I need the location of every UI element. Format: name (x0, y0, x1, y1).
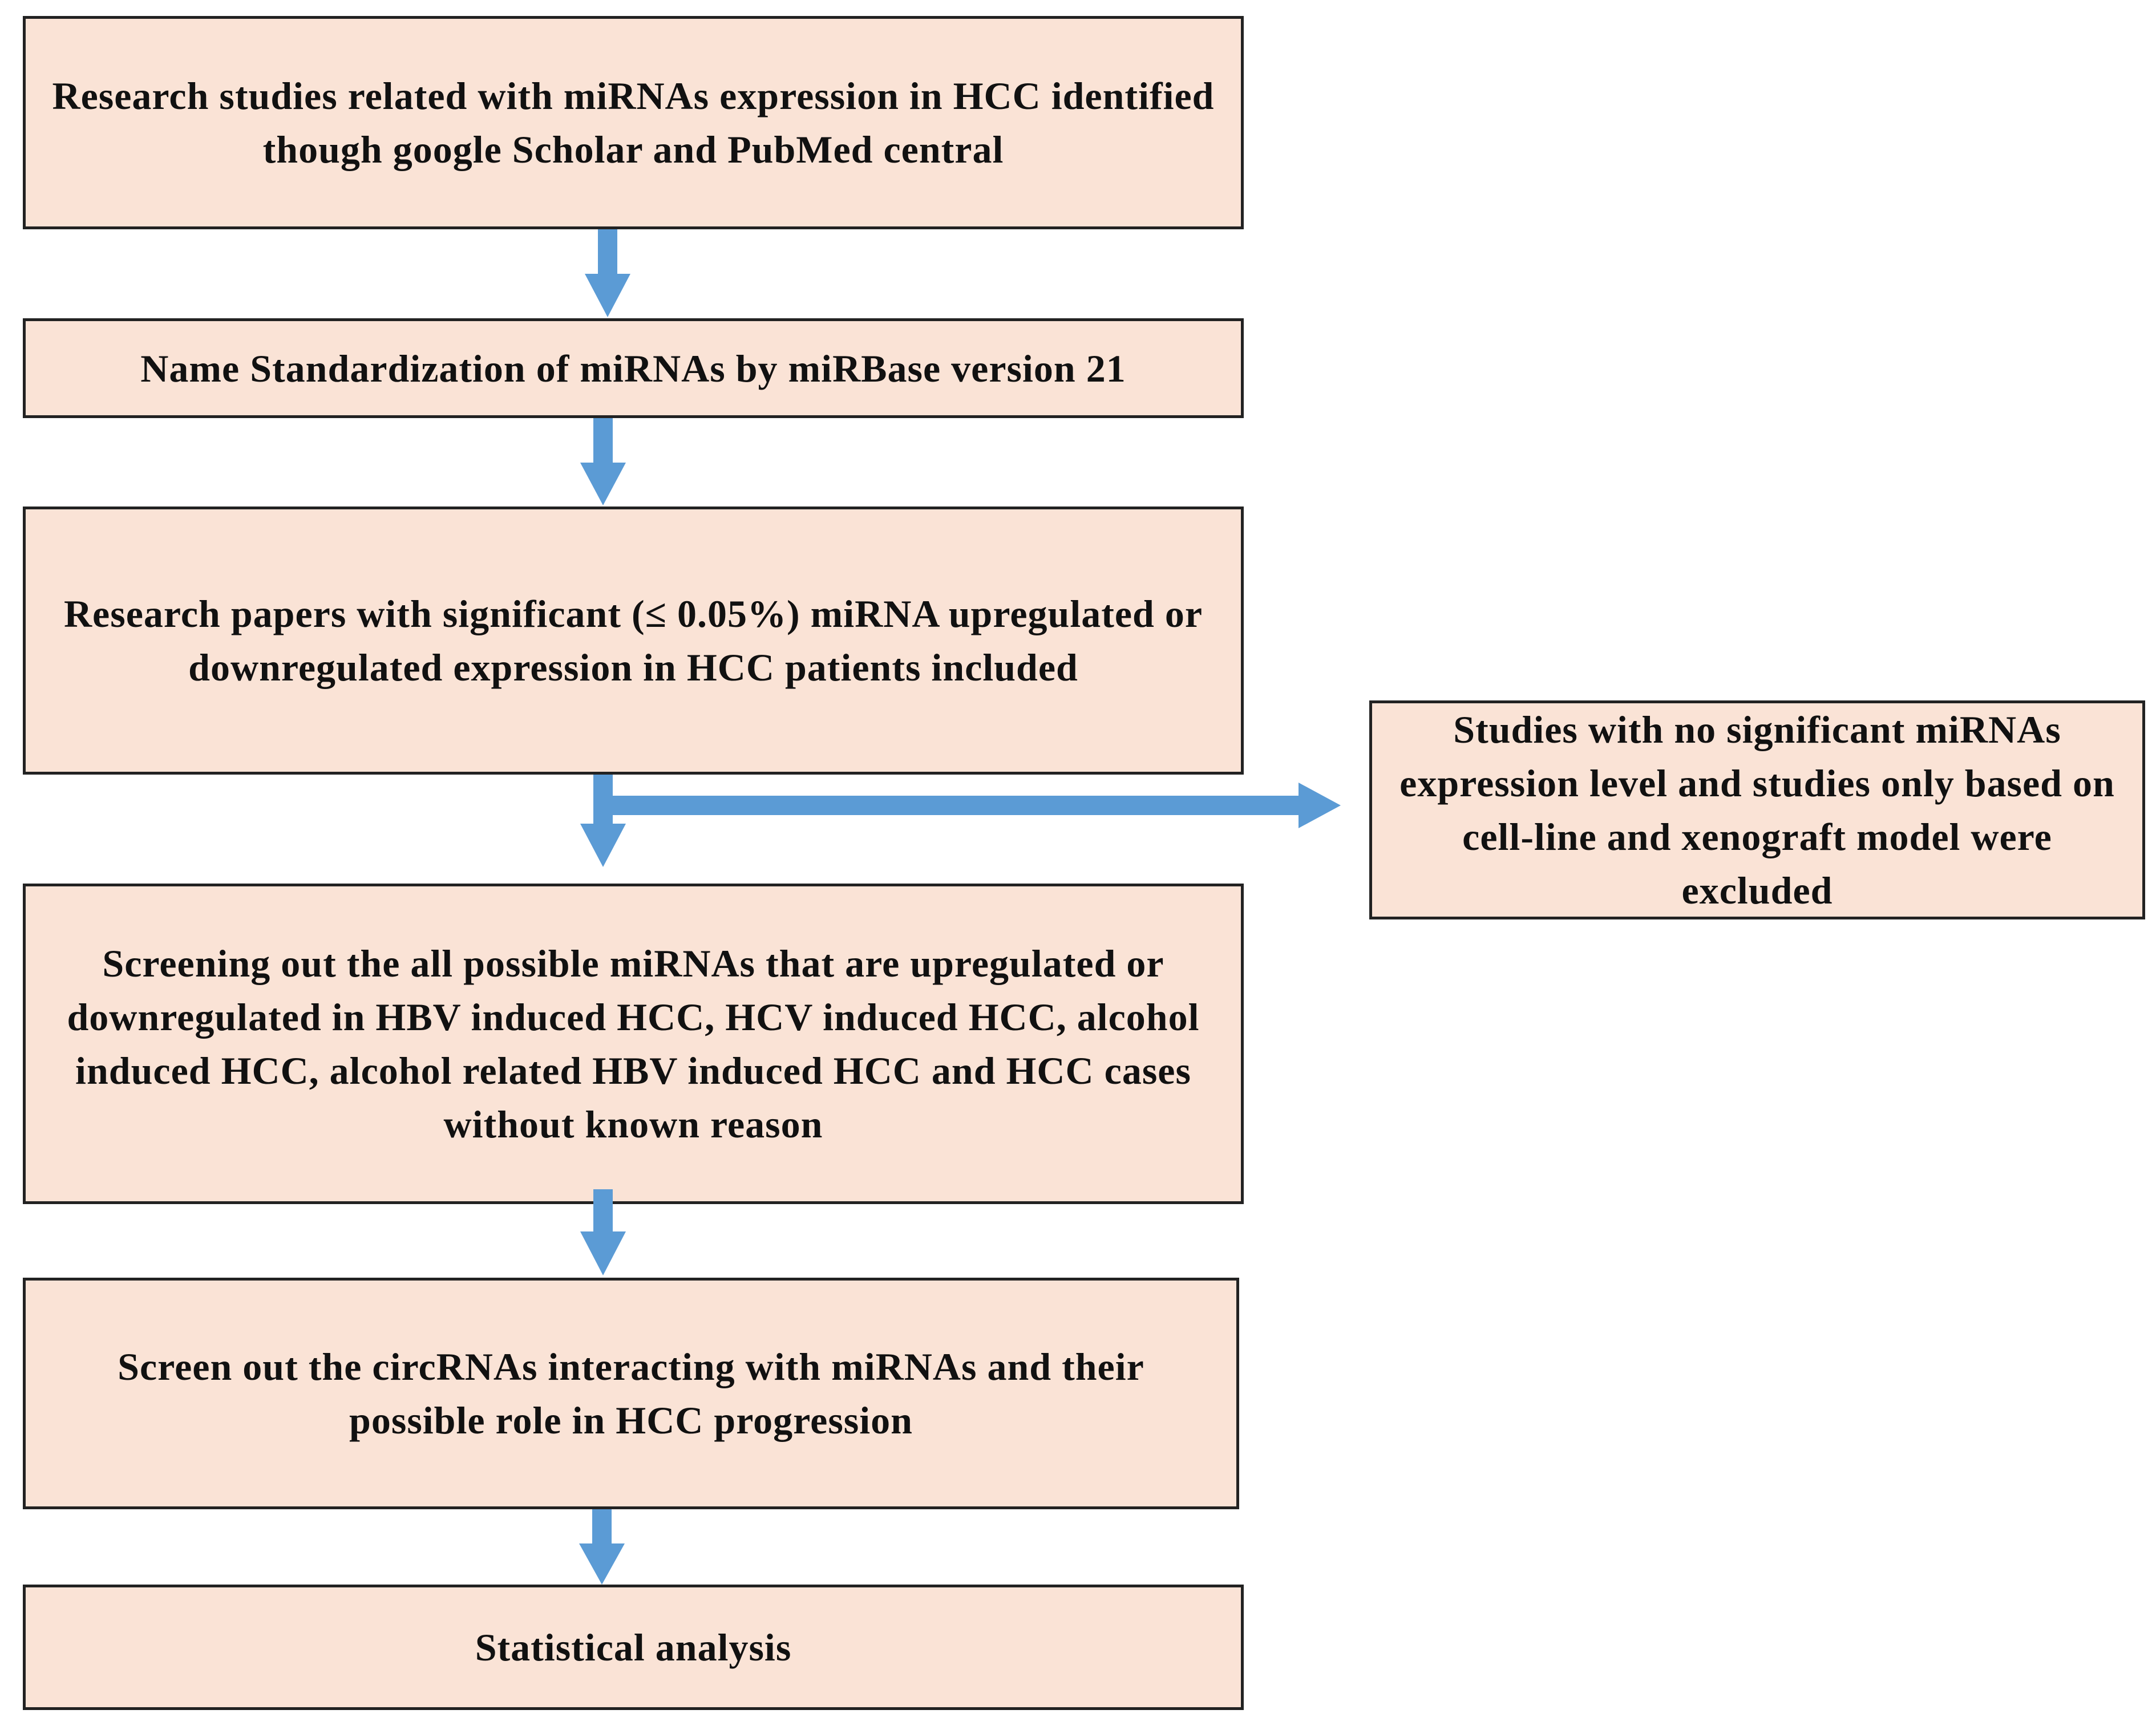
arrow-standardize-to-include (580, 418, 626, 505)
exclusion-box: Studies with no significant miRNAs expre… (1369, 700, 2145, 919)
step-screen-circrna-text: Screen out the circRNAs interacting with… (118, 1345, 1144, 1442)
arrow-include-to-exclusion (605, 783, 1341, 828)
step-screen-mirna-text: Screening out the all possible miRNAs th… (67, 942, 1200, 1146)
arrow-screen-circrna-to-stats (579, 1509, 625, 1585)
exclusion-text: Studies with no significant miRNAs expre… (1399, 708, 2115, 912)
step-standardize-text: Name Standardization of miRNAs by miRBas… (140, 346, 1126, 390)
step-stats-text: Statistical analysis (475, 1626, 792, 1669)
step-identify-text: Research studies related with miRNAs exp… (52, 74, 1215, 171)
step-screen-mirna-box: Screening out the all possible miRNAs th… (23, 884, 1244, 1204)
step-include-text: Research papers with significant (≤ 0.05… (63, 592, 1203, 689)
arrow-identify-to-standardize (585, 229, 630, 317)
step-identify-box: Research studies related with miRNAs exp… (23, 16, 1244, 229)
arrow-include-to-screen-mirna (580, 775, 626, 867)
step-screen-circrna-box: Screen out the circRNAs interacting with… (23, 1278, 1239, 1509)
step-stats-box: Statistical analysis (23, 1585, 1244, 1710)
step-include-box: Research papers with significant (≤ 0.05… (23, 507, 1244, 775)
arrow-screen-mirna-to-screen-circrna (580, 1189, 626, 1275)
step-standardize-box: Name Standardization of miRNAs by miRBas… (23, 318, 1244, 418)
